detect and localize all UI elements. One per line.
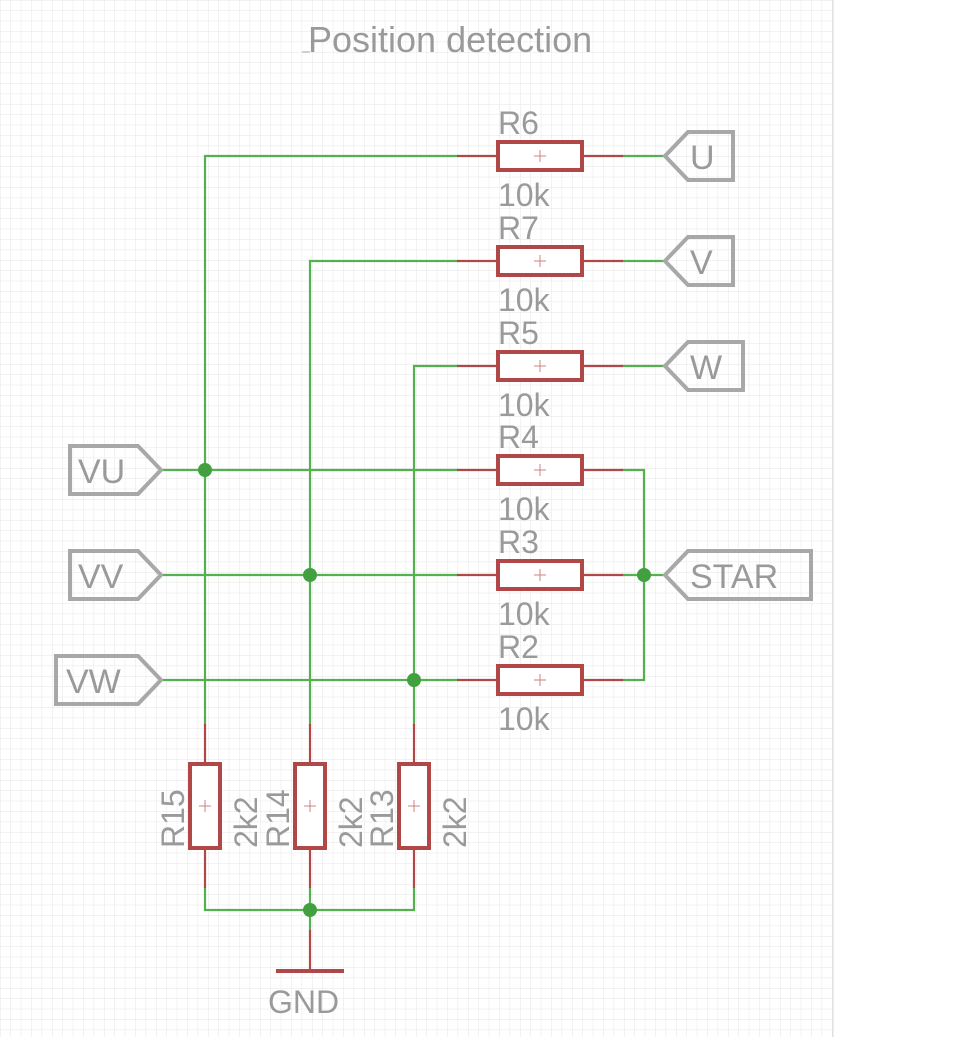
resistor-name: R2 — [498, 629, 539, 665]
wire-u-net — [203, 154, 459, 472]
resistor-r14[interactable]: R14 2k2 — [260, 724, 369, 888]
junction-dot — [637, 568, 651, 582]
port-outline — [662, 549, 813, 601]
port-label: STAR — [690, 558, 778, 596]
diagram-title: Position detection — [308, 19, 592, 60]
resistor-r5[interactable]: R5 10k — [457, 315, 623, 423]
resistor-r4[interactable]: R4 10k — [457, 419, 623, 527]
junctions — [198, 463, 651, 917]
junction-dot — [303, 903, 317, 917]
resistor-value: 10k — [498, 491, 551, 527]
resistor-name: R5 — [498, 315, 539, 351]
port-outline — [662, 235, 735, 287]
resistor-name: R7 — [498, 210, 539, 246]
resistor-body — [293, 762, 327, 850]
junction-dot — [407, 673, 421, 687]
port-outline — [662, 340, 745, 392]
resistor-value: 10k — [498, 596, 551, 632]
port-label: VW — [66, 663, 121, 701]
junction-dot — [198, 463, 212, 477]
resistor-value: 2k2 — [333, 796, 369, 848]
port-label: VU — [78, 453, 125, 491]
resistor-value: 10k — [498, 177, 551, 213]
resistor-name: R13 — [364, 789, 400, 848]
resistor-value: 2k2 — [437, 796, 473, 848]
port-label: W — [690, 349, 722, 387]
port-vw[interactable]: VW — [54, 654, 164, 706]
junction-dot — [303, 568, 317, 582]
resistor-name: R15 — [155, 789, 191, 848]
resistor-r15[interactable]: R15 2k2 — [155, 724, 264, 888]
resistor-r6[interactable]: R6 10k — [457, 105, 623, 213]
resistor-name: R3 — [498, 524, 539, 560]
port-outline — [662, 130, 735, 182]
port-v[interactable]: V — [662, 235, 735, 287]
grid-background — [0, 0, 833, 1037]
port-vv[interactable]: VV — [68, 549, 164, 601]
resistor-name: R4 — [498, 419, 539, 455]
resistor-value: 10k — [498, 282, 551, 318]
port-star[interactable]: STAR — [662, 549, 813, 601]
resistor-r13[interactable]: R13 2k2 — [364, 724, 473, 888]
port-outline — [54, 654, 164, 706]
port-label: U — [690, 139, 715, 177]
port-w[interactable]: W — [662, 340, 745, 392]
port-u[interactable]: U — [662, 130, 735, 182]
resistor-name: R14 — [260, 789, 296, 848]
resistor-r3[interactable]: R3 10k — [457, 524, 623, 632]
resistor-value: 2k2 — [228, 796, 264, 848]
resistor-value: 10k — [498, 387, 551, 423]
port-outline — [68, 444, 164, 496]
port-label: VV — [78, 558, 124, 596]
resistor-value: 10k — [498, 701, 551, 737]
resistor-body — [188, 762, 222, 850]
port-label: V — [690, 244, 713, 282]
resistor-r2[interactable]: R2 10k — [457, 629, 623, 737]
resistor-name: R6 — [498, 105, 539, 141]
gnd-label: GND — [268, 984, 339, 1020]
port-vu[interactable]: VU — [68, 444, 164, 496]
resistor-r7[interactable]: R7 10k — [457, 210, 623, 318]
port-outline — [68, 549, 164, 601]
